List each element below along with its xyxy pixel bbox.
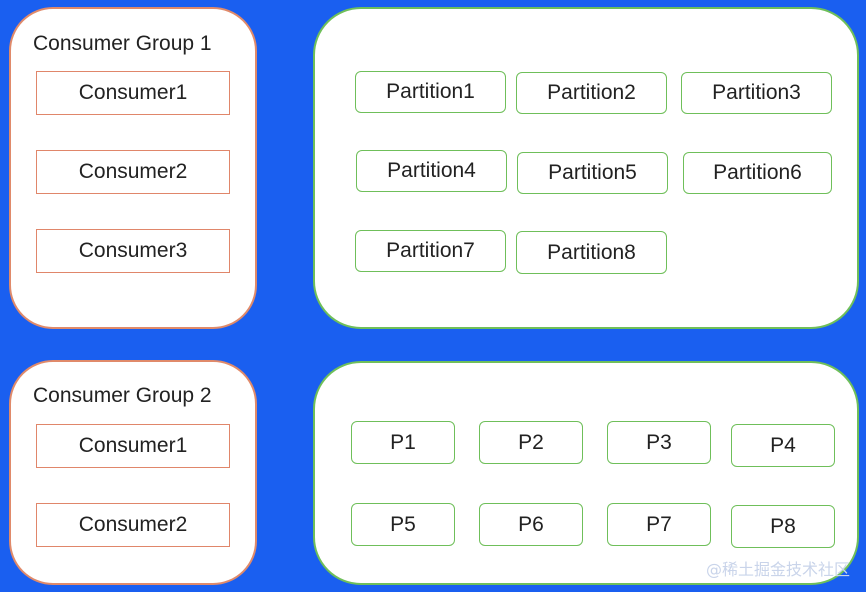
consumer-group-1-title: Consumer Group 1	[33, 32, 212, 55]
consumer-group-2-title: Consumer Group 2	[33, 384, 212, 407]
partition-box: Partition1	[355, 71, 506, 113]
partition-box: Partition2	[516, 72, 667, 114]
group1-consumer-3: Consumer3	[36, 229, 230, 273]
topic-partitions-panel-1: Partition1 Partition2 Partition3 Partiti…	[313, 7, 859, 329]
partition-box: P5	[351, 503, 455, 546]
partition-box: P8	[731, 505, 835, 548]
watermark: @稀土掘金技术社区	[705, 560, 850, 579]
topic-partitions-panel-2: P1 P2 P3 P4 P5 P6 P7 P8	[313, 361, 859, 585]
group2-consumer-2: Consumer2	[36, 503, 230, 547]
group1-consumer-1: Consumer1	[36, 71, 230, 115]
partition-box: P7	[607, 503, 711, 546]
group2-consumer-1: Consumer1	[36, 424, 230, 468]
partition-box: Partition8	[516, 231, 667, 274]
partition-box: P2	[479, 421, 583, 464]
partition-box: P4	[731, 424, 835, 467]
consumer-group-1-panel: Consumer Group 1 Consumer1 Consumer2 Con…	[9, 7, 257, 329]
partition-box: Partition6	[683, 152, 832, 194]
partition-box: P1	[351, 421, 455, 464]
partition-box: Partition4	[356, 150, 507, 192]
consumer-group-2-panel: Consumer Group 2 Consumer1 Consumer2	[9, 360, 257, 585]
partition-box: Partition7	[355, 230, 506, 272]
partition-box: Partition5	[517, 152, 668, 194]
partition-box: P3	[607, 421, 711, 464]
partition-box: Partition3	[681, 72, 832, 114]
group1-consumer-2: Consumer2	[36, 150, 230, 194]
partition-box: P6	[479, 503, 583, 546]
